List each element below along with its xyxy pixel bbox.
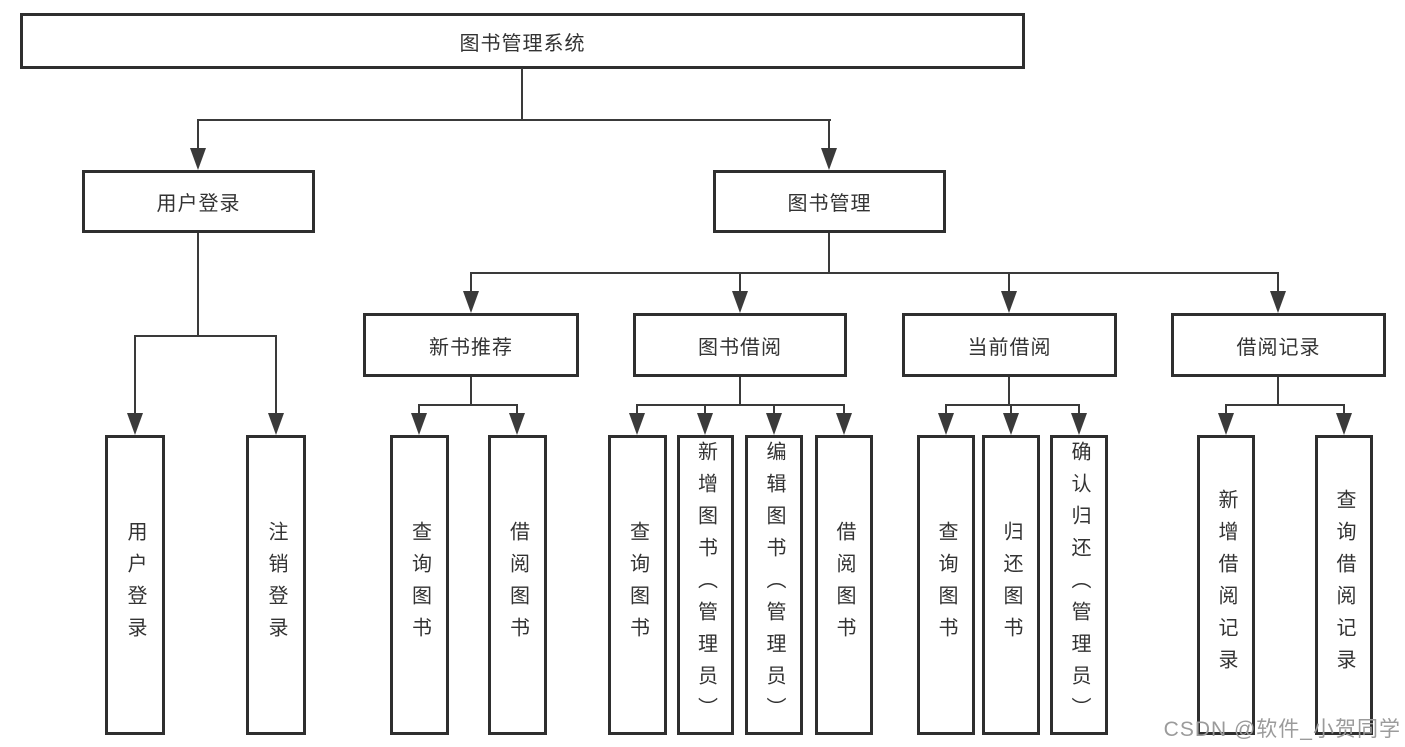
arrow-down-icon	[509, 413, 525, 435]
connector-line	[1010, 405, 1012, 415]
arrow-down-icon	[697, 413, 713, 435]
node-borrowing-records: 借阅记录	[1171, 313, 1386, 377]
node-label: 查询图书	[626, 521, 649, 649]
leaf-logout: 注销登录	[246, 435, 306, 735]
arrow-down-icon	[1001, 291, 1017, 313]
arrow-down-icon	[836, 413, 852, 435]
arrow-down-icon	[821, 148, 837, 170]
connector-line	[945, 404, 1080, 406]
node-label: 图书借阅	[698, 336, 782, 359]
connector-line	[704, 405, 706, 415]
connector-line	[739, 272, 741, 295]
arrow-down-icon	[190, 148, 206, 170]
leaf-add-borrow-record: 新增借阅记录	[1197, 435, 1255, 735]
connector-line	[134, 335, 277, 337]
arrow-down-icon	[268, 413, 284, 435]
connector-line	[773, 405, 775, 415]
connector-line	[1277, 272, 1279, 295]
node-label: 新增借阅记录	[1215, 489, 1237, 681]
node-book-management: 图书管理	[713, 170, 946, 233]
node-label: 确认归还（管理员）	[1068, 441, 1090, 729]
connector-line	[828, 120, 830, 152]
connector-line	[1343, 405, 1345, 415]
node-label: 借阅记录	[1236, 336, 1321, 359]
connector-line	[470, 272, 1279, 274]
connector-line	[275, 336, 277, 415]
leaf-edit-books-admin: 编辑图书（管理员）	[745, 435, 803, 735]
connector-line	[516, 405, 518, 415]
arrow-down-icon	[766, 413, 782, 435]
connector-line	[197, 233, 199, 336]
arrow-down-icon	[629, 413, 645, 435]
node-label: 用户登录	[156, 193, 241, 215]
connector-line	[470, 272, 472, 295]
leaf-query-books-1: 查询图书	[390, 435, 449, 735]
node-current-borrowing: 当前借阅	[902, 313, 1117, 377]
connector-line	[636, 405, 638, 415]
leaf-borrow-books-1: 借阅图书	[488, 435, 547, 735]
node-label: 查询图书	[935, 521, 957, 649]
leaf-query-books-2: 查询图书	[608, 435, 667, 735]
leaf-return-books: 归还图书	[982, 435, 1040, 735]
connector-line	[418, 404, 518, 406]
connector-line	[1008, 272, 1010, 295]
connector-line	[739, 377, 741, 405]
node-label: 新书推荐	[429, 336, 513, 359]
connector-line	[470, 377, 472, 405]
node-label: 新增图书（管理员）	[694, 441, 717, 729]
connector-line	[1008, 377, 1010, 405]
node-label: 图书管理	[787, 193, 872, 215]
arrow-down-icon	[463, 291, 479, 313]
arrow-down-icon	[411, 413, 427, 435]
leaf-add-books-admin: 新增图书（管理员）	[677, 435, 734, 735]
connector-line	[521, 68, 523, 120]
node-label: 注销登录	[265, 521, 287, 649]
leaf-borrow-books-2: 借阅图书	[815, 435, 873, 735]
connector-line	[828, 233, 830, 273]
node-label: 编辑图书（管理员）	[763, 441, 785, 729]
connector-line	[197, 119, 831, 121]
connector-line	[1225, 404, 1345, 406]
arrow-down-icon	[127, 413, 143, 435]
node-new-book-recommendation: 新书推荐	[363, 313, 579, 377]
node-label: 用户登录	[124, 521, 146, 649]
node-label: 查询图书	[408, 521, 431, 649]
connector-line	[1078, 405, 1080, 415]
node-library-management-system: 图书管理系统	[20, 13, 1025, 69]
csdn-watermark: CSDN @软件_小贺同学	[1163, 718, 1401, 741]
connector-line	[1225, 405, 1227, 415]
leaf-confirm-return-admin: 确认归还（管理员）	[1050, 435, 1108, 735]
arrow-down-icon	[1071, 413, 1087, 435]
arrow-down-icon	[1270, 291, 1286, 313]
connector-line	[1277, 377, 1279, 405]
node-book-borrowing: 图书借阅	[633, 313, 847, 377]
node-label: 归还图书	[1000, 521, 1022, 649]
arrow-down-icon	[1003, 413, 1019, 435]
connector-line	[197, 120, 199, 152]
connector-line	[418, 405, 420, 415]
connector-line	[843, 405, 845, 415]
node-label: 当前借阅	[967, 336, 1052, 359]
arrow-down-icon	[732, 291, 748, 313]
arrow-down-icon	[938, 413, 954, 435]
node-user-login: 用户登录	[82, 170, 315, 233]
leaf-user-login: 用户登录	[105, 435, 165, 735]
arrow-down-icon	[1218, 413, 1234, 435]
node-label: 借阅图书	[506, 521, 529, 649]
connector-line	[134, 336, 136, 415]
connector-line	[636, 404, 845, 406]
leaf-query-borrow-record: 查询借阅记录	[1315, 435, 1373, 735]
node-label: 查询借阅记录	[1333, 489, 1355, 681]
connector-line	[945, 405, 947, 415]
arrow-down-icon	[1336, 413, 1352, 435]
leaf-query-books-3: 查询图书	[917, 435, 975, 735]
node-label: 借阅图书	[833, 521, 855, 649]
node-label: 图书管理系统	[459, 32, 586, 55]
